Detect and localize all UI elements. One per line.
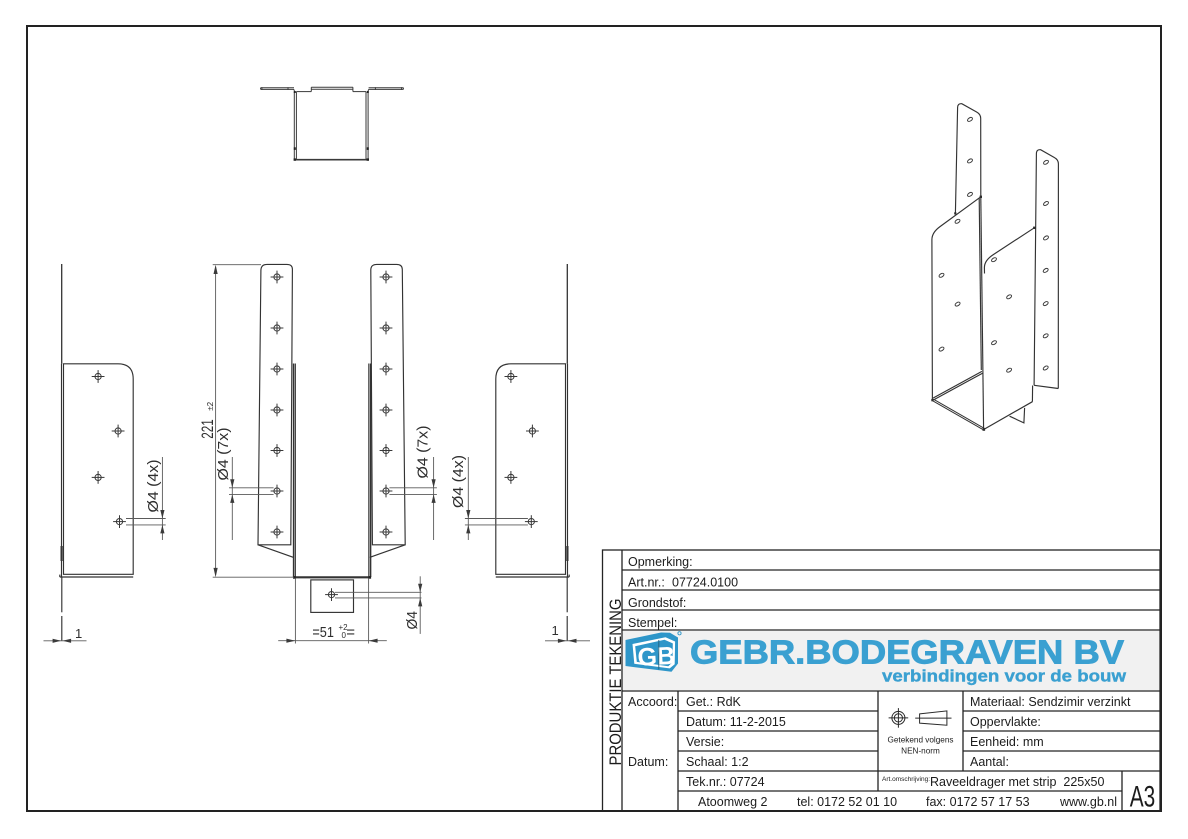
svg-text:Get.: RdK: Get.: RdK — [686, 695, 742, 709]
svg-text:Eenheid: mm: Eenheid: mm — [970, 735, 1044, 749]
svg-text:=: = — [346, 624, 355, 641]
svg-text:Datum: 11-2-2015: Datum: 11-2-2015 — [686, 715, 786, 729]
svg-text:Materiaal: Sendzimir verzinkt: Materiaal: Sendzimir verzinkt — [970, 695, 1131, 709]
svg-text:Ø4: Ø4 — [405, 611, 421, 630]
svg-text:fax: 0172 57 17 53: fax: 0172 57 17 53 — [926, 795, 1030, 809]
svg-text:1: 1 — [75, 626, 82, 641]
svg-text:NEN-norm: NEN-norm — [901, 747, 940, 756]
svg-text:Ø4 (4x): Ø4 (4x) — [451, 455, 467, 508]
svg-text:Ø4 (7x): Ø4 (7x) — [416, 426, 432, 479]
svg-text:Art.nr.:: Art.nr.: — [628, 576, 665, 590]
svg-text:=51: =51 — [312, 624, 334, 641]
svg-text:Stempel:: Stempel: — [628, 616, 677, 630]
svg-text:Datum:: Datum: — [628, 755, 668, 769]
svg-text:Opmerking:: Opmerking: — [628, 555, 693, 569]
svg-text:A3: A3 — [1130, 780, 1156, 813]
svg-text:Ø4 (4x): Ø4 (4x) — [146, 460, 162, 513]
svg-text:Art.omschrijving:: Art.omschrijving: — [882, 776, 930, 783]
svg-text:verbindingen voor de bouw: verbindingen voor de bouw — [882, 667, 1127, 686]
svg-text:Oppervlakte:: Oppervlakte: — [970, 715, 1041, 729]
svg-text:www.gb.nl: www.gb.nl — [1059, 795, 1117, 809]
svg-text:1: 1 — [552, 623, 559, 638]
svg-text:PRODUKTIE TEKENING: PRODUKTIE TEKENING — [606, 599, 625, 766]
svg-text:0: 0 — [342, 631, 347, 640]
svg-text:+2: +2 — [339, 623, 349, 632]
svg-text:Tek.nr.: 07724: Tek.nr.: 07724 — [686, 775, 765, 789]
svg-text:Getekend volgens: Getekend volgens — [888, 736, 954, 745]
svg-text:Accoord:: Accoord: — [628, 695, 677, 709]
svg-text:Raveeldrager met strip 225x50: Raveeldrager met strip 225x50 — [930, 775, 1104, 789]
svg-text:Grondstof:: Grondstof: — [628, 596, 686, 610]
svg-text:07724.0100: 07724.0100 — [672, 576, 738, 590]
svg-text:Ø4 (7x): Ø4 (7x) — [216, 428, 232, 481]
svg-text:Schaal: 1:2: Schaal: 1:2 — [686, 755, 749, 769]
svg-text:Aantal:: Aantal: — [970, 755, 1009, 769]
svg-text:±2: ±2 — [206, 401, 215, 411]
svg-text:221: 221 — [199, 419, 217, 439]
svg-text:GB: GB — [637, 642, 676, 672]
svg-text:GEBR.BODEGRAVEN BV: GEBR.BODEGRAVEN BV — [690, 634, 1124, 671]
svg-text:Versie:: Versie: — [686, 735, 724, 749]
svg-text:Atoomweg 2: Atoomweg 2 — [698, 795, 768, 809]
svg-text:tel: 0172 52 01 10: tel: 0172 52 01 10 — [797, 795, 897, 809]
